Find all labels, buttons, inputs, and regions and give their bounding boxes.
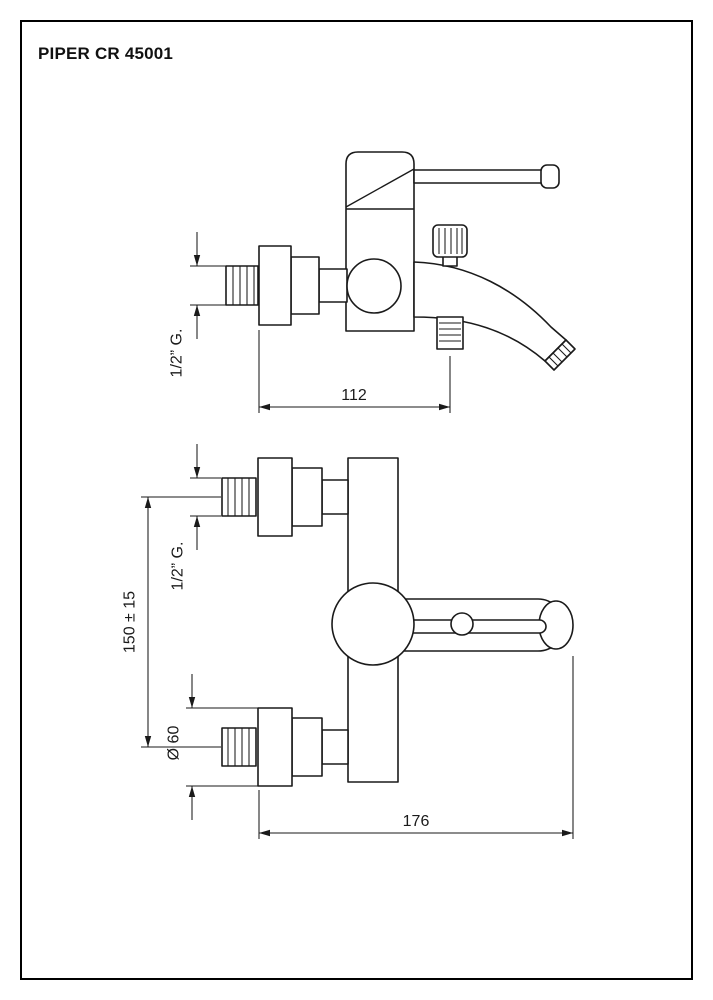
product-title: PIPER CR 45001 — [38, 44, 174, 63]
threaded-nipple-bottom — [221, 727, 257, 767]
overall-width-label: 176 — [403, 813, 430, 830]
connector-spacer-side — [318, 268, 348, 303]
connector-nut-bottom — [291, 717, 323, 777]
side-thread-label: 1/2” G. — [169, 329, 186, 378]
threaded-nipple-top — [221, 477, 257, 517]
nipple-thread-hatching-bottom — [227, 728, 250, 766]
nipple-thread-hatching-top — [227, 478, 250, 516]
aerator-hatching — [548, 343, 572, 367]
front-view: 150 ± 15 1/2” G. Ø 60 — [122, 444, 574, 839]
diverter-knob-front — [450, 612, 474, 636]
connector-spacer-bottom — [321, 729, 349, 765]
spout-reach-dimension: 112 — [258, 330, 451, 413]
flange-diameter-label: Ø 60 — [166, 726, 183, 761]
front-thread-dimension: 1/2” G. — [170, 444, 221, 591]
threaded-nipple-side — [225, 265, 259, 306]
side-thread-dimension: 1/2” G. — [169, 232, 228, 378]
diverter-knob — [432, 224, 468, 258]
wall-flange-top — [257, 457, 293, 537]
body-boss-circle — [331, 582, 415, 666]
aerator — [544, 339, 576, 371]
connector-spacer-top — [321, 479, 349, 515]
lever-base-line — [345, 168, 415, 208]
connector-nut-side — [290, 256, 320, 315]
spout-reach-label: 112 — [341, 387, 367, 404]
lever-handle-rod — [413, 169, 547, 184]
inlet-boss-circle — [346, 258, 402, 314]
lever-handle-end — [540, 164, 560, 189]
page-border-frame — [20, 20, 693, 980]
connection-distance-label: 150 ± 15 — [122, 591, 139, 653]
shower-outlet-stub — [436, 316, 464, 350]
wall-flange-side — [258, 245, 292, 326]
overall-width-dimension: 176 — [258, 656, 574, 839]
connector-nut-top — [291, 467, 323, 527]
nipple-thread-hatching-side — [232, 266, 255, 305]
bottom-wall-connection — [221, 707, 349, 787]
side-view: 1/2” G. 112 — [169, 151, 576, 413]
connection-distance-dimension: 150 ± 15 — [122, 496, 221, 748]
wall-flange-bottom — [257, 707, 293, 787]
shower-outlet-thread-hatching — [439, 322, 461, 342]
front-thread-label: 1/2” G. — [170, 542, 187, 591]
diverter-knurling — [438, 228, 463, 254]
flange-diameter-dimension: Ø 60 — [166, 674, 259, 820]
top-wall-connection — [221, 457, 349, 537]
